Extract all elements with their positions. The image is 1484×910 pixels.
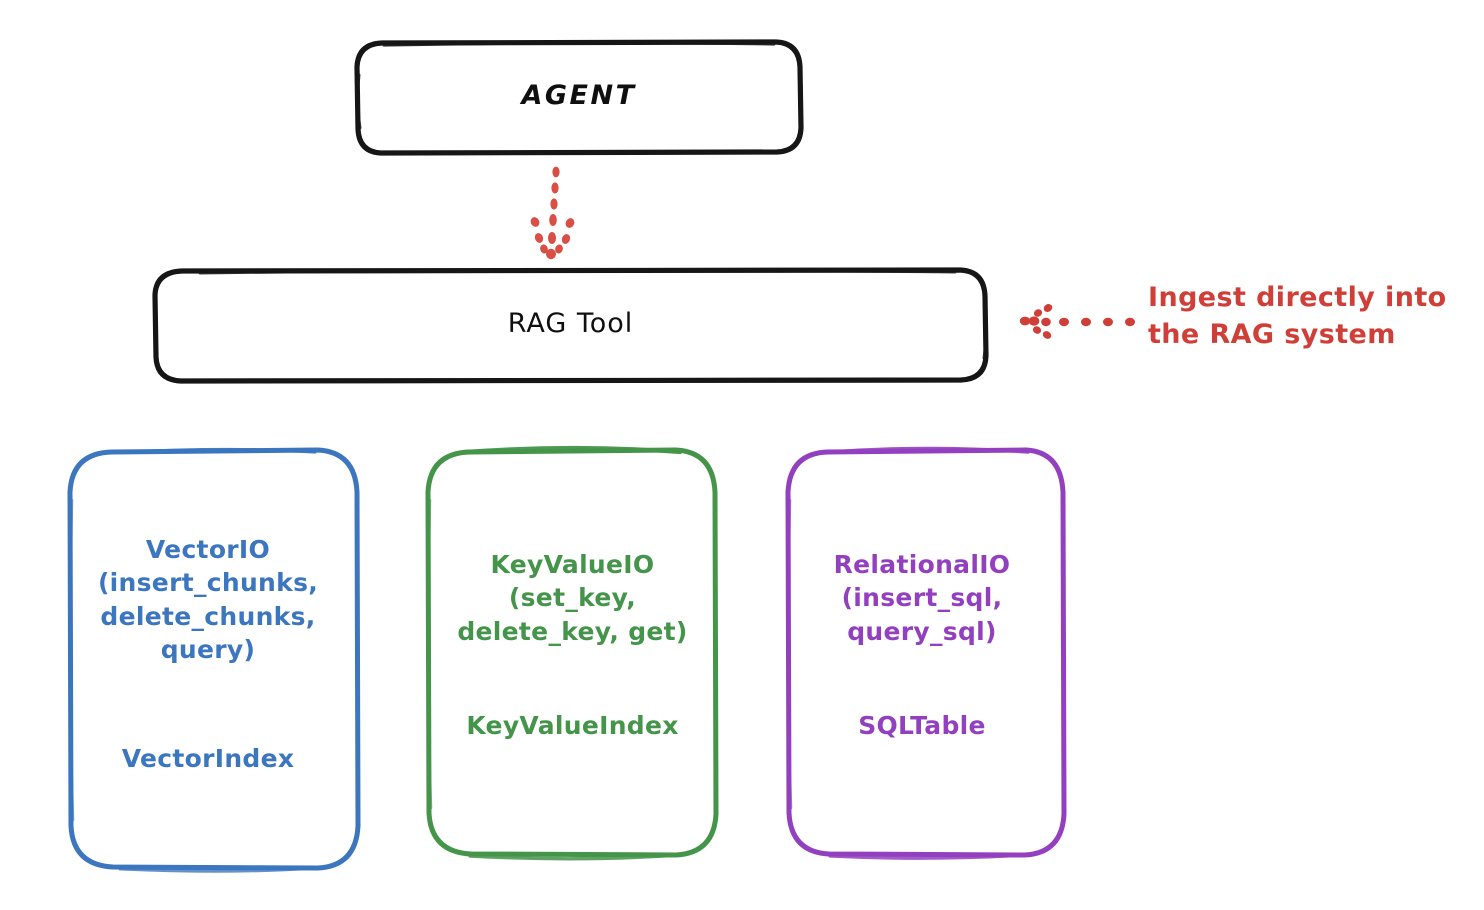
vector-io-node-shape[interactable] <box>67 447 361 873</box>
agent-node-shape[interactable] <box>354 39 804 156</box>
keyvalue-io-index-label: KeyValueIndex <box>466 711 679 740</box>
vector-io-api-label: VectorIO (insert_chunks, delete_chunks, … <box>97 535 319 664</box>
ingest-annotation-label: Ingest directly into the RAG system <box>1148 282 1447 351</box>
relational-io-index-label: SQLTable <box>858 711 986 740</box>
keyvalue-io-api-label: KeyValueIO (set_key, delete_key, get) <box>457 550 688 646</box>
relational-io-api-label: RelationalIO (insert_sql, query_sql) <box>833 550 1011 646</box>
rag-tool-node-shape[interactable] <box>152 267 989 384</box>
ingest-arrow-connector <box>1019 304 1135 339</box>
keyvalue-io-node-shape[interactable] <box>425 445 719 861</box>
agent-to-ragtool-connector <box>530 166 575 260</box>
relational-io-node-shape[interactable] <box>785 446 1067 860</box>
vector-io-index-label: VectorIndex <box>121 744 295 773</box>
